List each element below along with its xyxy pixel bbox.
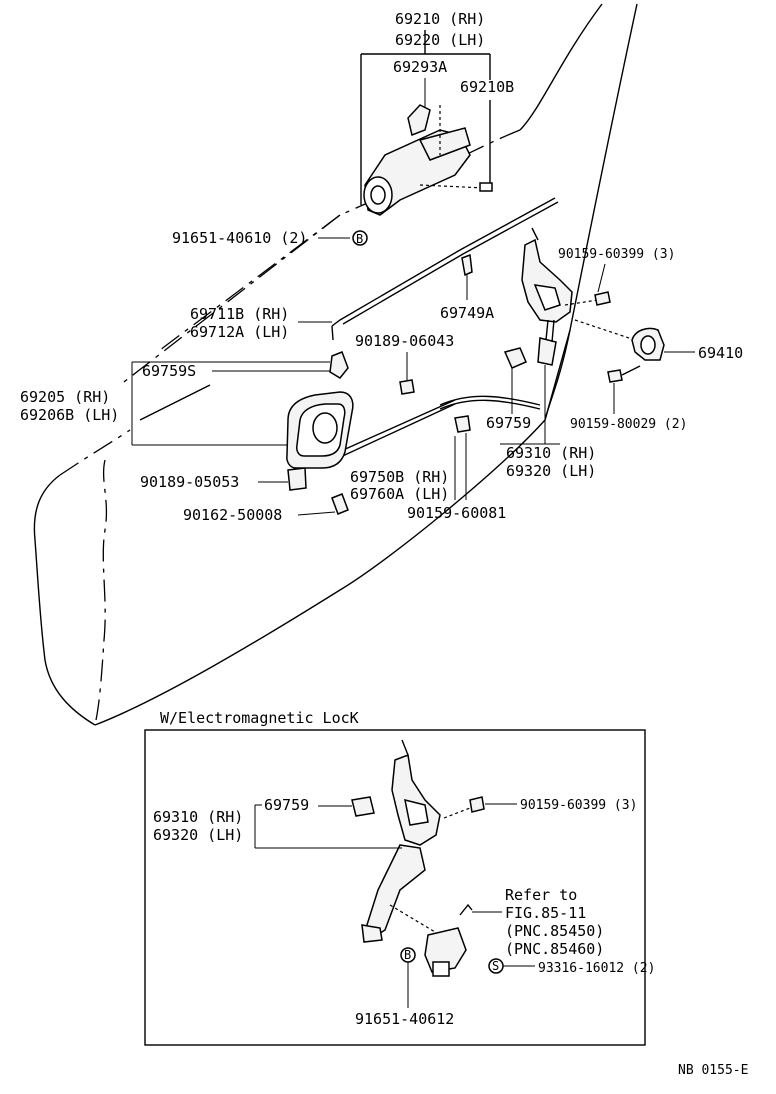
door-outline <box>33 3 638 726</box>
bolt-marker-b-letter: B <box>356 232 363 246</box>
inset-bolt-marker-b-letter: B <box>404 948 411 962</box>
label-69760a: 69760A (LH) <box>350 485 449 503</box>
figure-code: NB 0155-E <box>678 1063 748 1078</box>
label-69205: 69205 (RH) <box>20 388 110 406</box>
main-part-labels: 69210 (RH) 69220 (LH) 69293A 69210B 9165… <box>20 10 743 524</box>
inset-frame <box>144 729 646 1046</box>
label-69210: 69210 (RH) <box>395 10 485 28</box>
label-69310: 69310 (RH) <box>506 444 596 462</box>
label-69206b: 69206B (LH) <box>20 406 119 424</box>
label-69220: 69220 (LH) <box>395 31 485 49</box>
label-69410: 69410 <box>698 344 743 362</box>
label-69759: 69759 <box>486 414 531 432</box>
bolt-marker-b <box>352 230 368 246</box>
label-90159-60399: 90159-60399 (3) <box>558 247 675 262</box>
inset-refer-line-4: (PNC.85460) <box>505 940 604 958</box>
label-90189-06043: 90189-06043 <box>355 332 454 350</box>
inset-label-90159-60399: 90159-60399 (3) <box>520 798 637 813</box>
label-91651-40610: 91651-40610 (2) <box>172 229 307 247</box>
inset-label-91651-40612: 91651-40612 <box>355 1010 454 1028</box>
label-69759s: 69759S <box>142 362 196 380</box>
label-69210b: 69210B <box>460 78 514 96</box>
rod-clips <box>287 253 527 515</box>
lock-rods <box>331 197 559 461</box>
label-69711b: 69711B (RH) <box>190 305 289 323</box>
label-69320: 69320 (LH) <box>506 462 596 480</box>
inset-label-69320: 69320 (LH) <box>153 826 243 844</box>
door-lock-assembly <box>521 227 651 366</box>
label-69293a: 69293A <box>393 58 447 76</box>
inside-door-handle <box>286 391 354 469</box>
bolt-marker-s-letter: S <box>492 959 499 973</box>
inset-refer-line-1: Refer to <box>505 886 577 904</box>
inset-label-93316-16012: 93316-16012 (2) <box>538 961 655 976</box>
inset-refer-line-3: (PNC.85450) <box>505 922 604 940</box>
label-90189-05053: 90189-05053 <box>140 473 239 491</box>
door-lock-striker <box>607 327 665 383</box>
inset-title: W/Electromagnetic LocK <box>160 709 359 727</box>
label-69749a: 69749A <box>440 304 494 322</box>
electromagnetic-lock-inset: W/Electromagnetic LocK 69310 (RH) 69320 … <box>144 709 655 1046</box>
label-90162-50008: 90162-50008 <box>183 506 282 524</box>
inset-label-69759: 69759 <box>264 796 309 814</box>
inset-refer-line-2: FIG.85-11 <box>505 904 586 922</box>
outside-door-handle <box>360 30 493 216</box>
label-69712a: 69712A (LH) <box>190 323 289 341</box>
label-69750b: 69750B (RH) <box>350 468 449 486</box>
inset-label-69310: 69310 (RH) <box>153 808 243 826</box>
label-90159-80029: 90159-80029 (2) <box>570 417 687 432</box>
label-90159-60081: 90159-60081 <box>407 504 506 522</box>
